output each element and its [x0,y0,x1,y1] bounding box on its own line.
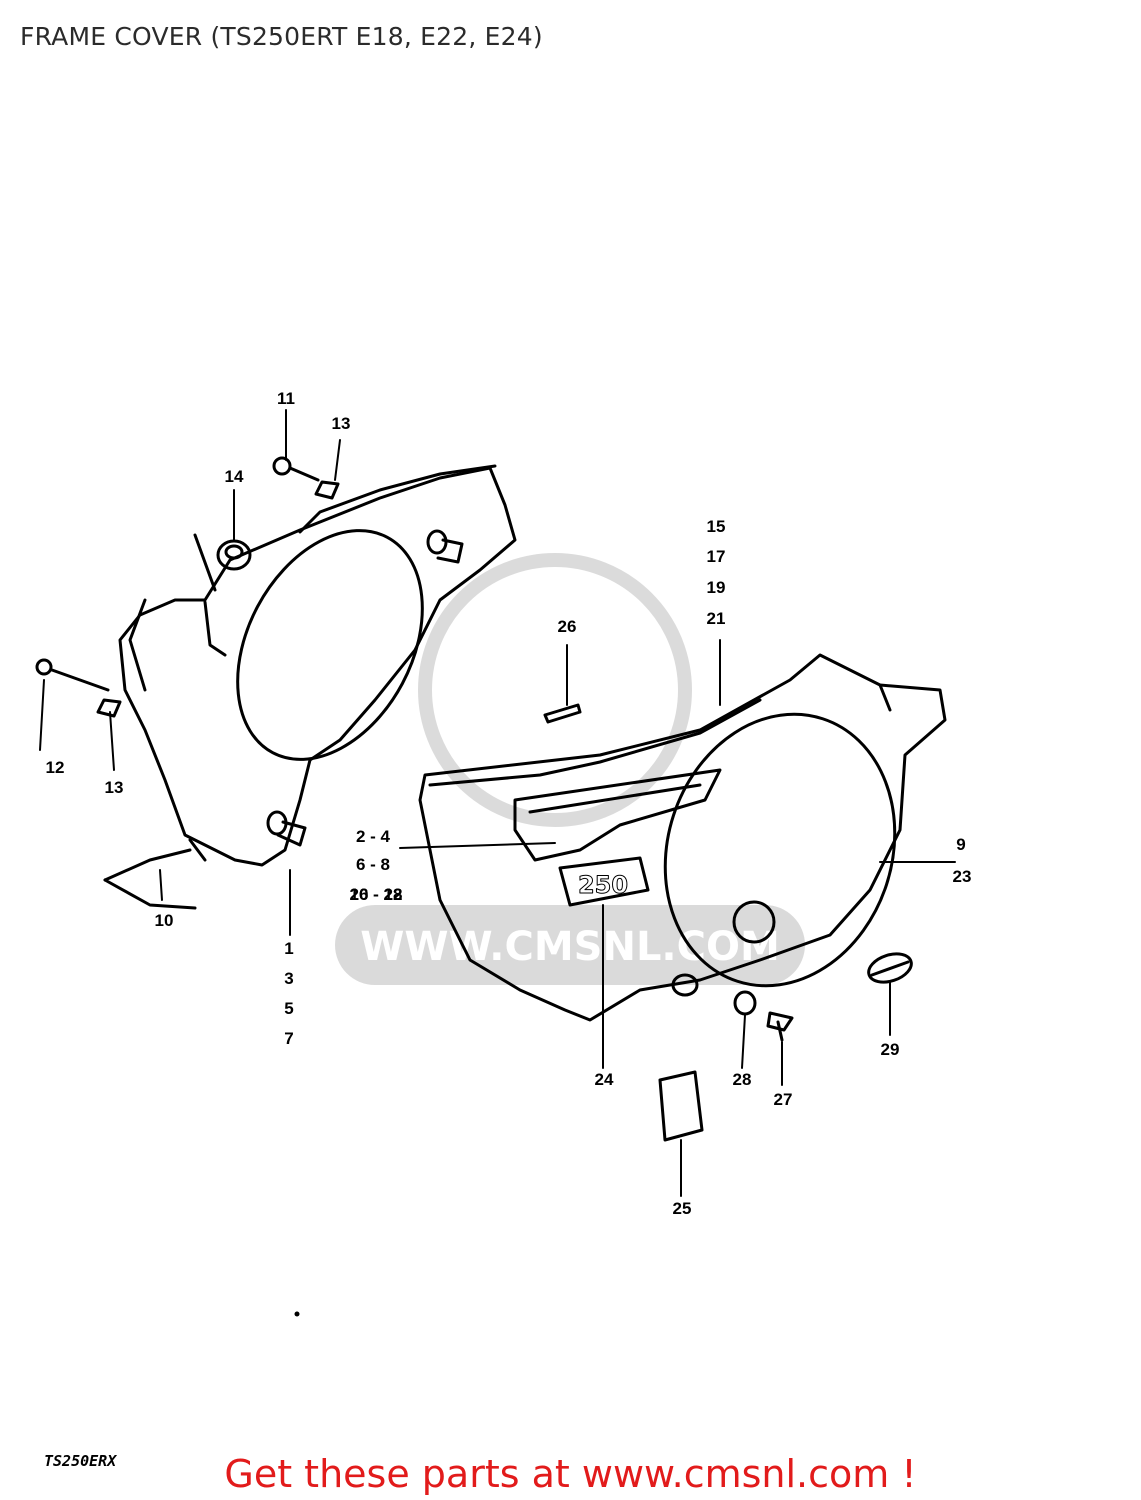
callout-5: 5 [284,999,293,1018]
left-frame-cover [35,456,517,910]
callout-19: 19 [707,578,726,597]
emblem-250: 250 [578,871,628,899]
watermark-text: WWW.CMSNL.COM [360,924,780,970]
page-title: FRAME COVER (TS250ERT E18, E22, E24) [20,22,543,51]
callout-1: 1 [284,939,293,958]
callout-14: 14 [225,467,244,486]
callout-2-4: 2 - 4 [356,827,391,846]
callout-6-8: 6 - 8 [356,855,390,874]
callout-9: 9 [956,835,965,854]
callout-15: 15 [707,517,726,536]
speck [294,1311,300,1317]
callout-16-18: 16 - 18 [350,885,403,904]
leader-lines [39,409,956,1197]
callout-13b: 13 [105,778,124,797]
callout-21: 21 [707,609,726,628]
model-code: TS250ERX [44,1452,117,1470]
callout-27: 27 [774,1090,793,1109]
callout-24: 24 [595,1070,614,1089]
callout-17: 17 [707,547,726,566]
callout-28: 28 [733,1070,752,1089]
callout-13: 13 [332,414,351,433]
parts-link-banner[interactable]: Get these parts at www.cmsnl.com ! [224,1452,917,1496]
callout-29: 29 [881,1040,900,1059]
callout-23: 23 [953,867,972,886]
exploded-parts-diagram: WWW.CMSNL.COM [35,389,972,1317]
callout-26: 26 [558,617,577,636]
callouts: 11 13 14 12 13 10 1 3 5 7 15 17 19 21 26… [46,389,972,1218]
callout-20-22: 20 - 22 [350,885,403,904]
callout-25: 25 [673,1199,692,1218]
callout-12: 12 [46,758,65,777]
right-frame-cover: 250 [418,653,947,1142]
callout-11: 11 [277,389,295,408]
callout-7: 7 [284,1029,293,1048]
callout-3: 3 [284,969,293,988]
callout-10: 10 [155,911,174,930]
